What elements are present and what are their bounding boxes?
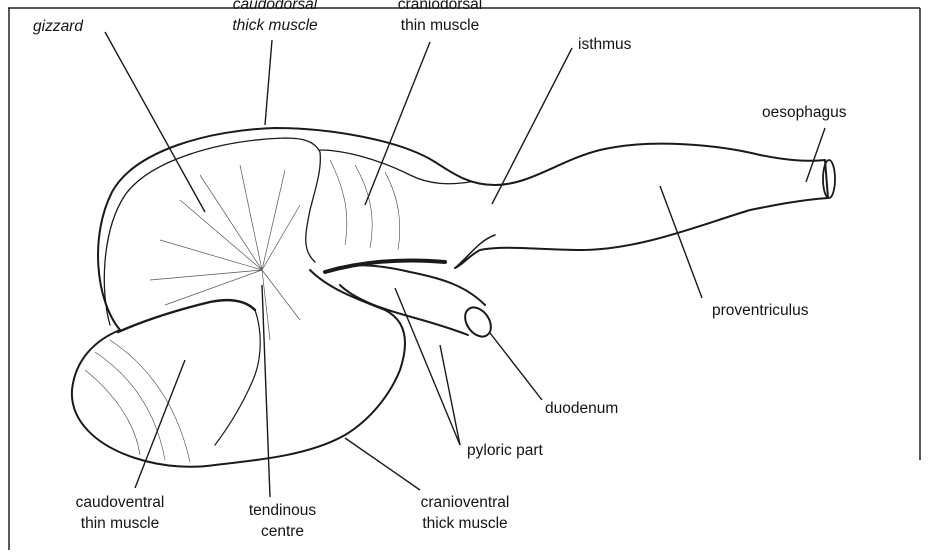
leader-isthmus	[492, 48, 572, 204]
isthmus-lower	[455, 235, 495, 268]
duodenum-opening	[460, 303, 496, 342]
leader-oesophagus	[806, 128, 825, 182]
label-tendinous-line2: centre	[230, 521, 335, 542]
label-cranioventral: cranioventral thick muscle	[395, 492, 535, 534]
lobe-fold	[215, 310, 260, 445]
label-craniodorsal: craniodorsal thin muscle	[370, 0, 510, 36]
label-isthmus: isthmus	[578, 34, 631, 55]
caudoventral-upper-edge	[118, 300, 255, 332]
leader-caudodorsal	[265, 40, 272, 125]
leader-lines	[105, 32, 825, 497]
label-pyloric-part: pyloric part	[467, 440, 543, 461]
label-craniodorsal-line1: craniodorsal	[370, 0, 510, 15]
muscle-hatching	[85, 160, 400, 462]
tendinous-hatching	[150, 165, 300, 340]
label-tendinous-line1: tendinous	[230, 500, 335, 521]
oesophagus-opening	[823, 160, 835, 198]
label-caudodorsal: caudodorsal thick muscle	[200, 0, 350, 36]
label-proventriculus: proventriculus	[712, 300, 809, 321]
label-caudoventral-line2: thin muscle	[45, 513, 195, 534]
leader-caudoventral	[135, 360, 185, 488]
label-caudodorsal-line2: thick muscle	[200, 15, 350, 36]
label-caudodorsal-line1: caudodorsal	[200, 0, 350, 15]
leader-pyloric	[395, 288, 460, 445]
label-oesophagus: oesophagus	[762, 102, 846, 123]
label-cranioventral-line2: thick muscle	[395, 513, 535, 534]
label-cranioventral-line1: cranioventral	[395, 492, 535, 513]
label-craniodorsal-line2: thin muscle	[370, 15, 510, 36]
label-caudoventral: caudoventral thin muscle	[45, 492, 195, 534]
leader-proventriculus	[660, 186, 702, 298]
leader-cranioventral	[345, 438, 420, 490]
leader-craniodorsal	[365, 42, 430, 205]
cranioventral-outline	[215, 270, 405, 465]
label-gizzard: gizzard	[33, 16, 83, 37]
label-duodenum: duodenum	[545, 398, 618, 419]
caudoventral-lobe	[72, 330, 215, 467]
label-tendinous-centre: tendinous centre	[230, 500, 335, 542]
leader-pyloric-2	[440, 345, 460, 445]
leader-duodenum	[490, 333, 542, 400]
label-caudoventral-line1: caudoventral	[45, 492, 195, 513]
leader-gizzard	[105, 32, 205, 212]
leader-tendinous	[262, 285, 270, 497]
pyloric-tube-upper	[330, 265, 485, 305]
craniodorsal-boundary	[320, 150, 470, 184]
